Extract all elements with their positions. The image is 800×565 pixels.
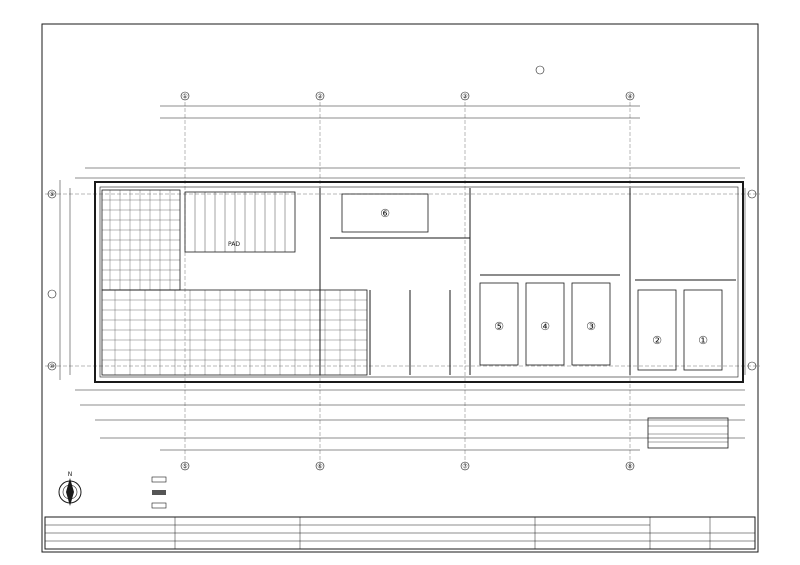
title-block bbox=[44, 516, 756, 550]
parking-space-6: ⑥ bbox=[380, 207, 390, 220]
sheet-border bbox=[41, 23, 759, 553]
tiled-floor bbox=[101, 289, 368, 376]
grid-label-3: ③ bbox=[462, 93, 467, 100]
stair bbox=[184, 191, 296, 253]
grid-bubble-labels: ① ② ③ ④ ⑤ ⑥ ⑦ ⑧ ⑨ ⑩ bbox=[49, 93, 632, 470]
interior-walls bbox=[319, 188, 736, 375]
parking-space-5: ⑤ bbox=[494, 320, 504, 333]
north-arrow: N bbox=[58, 471, 82, 506]
grid-lines bbox=[45, 96, 760, 470]
parking-space-2: ② bbox=[652, 334, 662, 347]
grid-label-4: ④ bbox=[627, 93, 632, 100]
north-arrow-letter: N bbox=[68, 471, 73, 478]
grid-label-2: ② bbox=[317, 93, 323, 100]
grid-label-9: ⑨ bbox=[49, 191, 54, 198]
grid-label-1: ① bbox=[182, 93, 187, 100]
dimension-lines bbox=[59, 105, 746, 451]
parking-space-labels: ⑥ ⑤ ④ ③ ② ① bbox=[380, 207, 708, 347]
hatched-core bbox=[101, 189, 181, 291]
grid-bubbles bbox=[47, 65, 757, 471]
grid-label-8: ⑧ bbox=[627, 463, 632, 470]
grid-label-7: ⑦ bbox=[462, 463, 468, 470]
grid-label-6: ⑥ bbox=[317, 463, 322, 470]
spec-notes-box bbox=[647, 417, 729, 449]
grid-label-5: ⑤ bbox=[182, 463, 187, 470]
building-outline bbox=[94, 181, 744, 383]
parking-space-3: ③ bbox=[586, 320, 596, 333]
parking-space-4: ④ bbox=[540, 320, 550, 333]
legend-swatches bbox=[151, 476, 167, 509]
room-label: PAD bbox=[228, 241, 240, 248]
parking-stalls bbox=[341, 193, 723, 371]
parking-space-1: ① bbox=[698, 334, 708, 347]
grid-label-10: ⑩ bbox=[49, 363, 54, 370]
